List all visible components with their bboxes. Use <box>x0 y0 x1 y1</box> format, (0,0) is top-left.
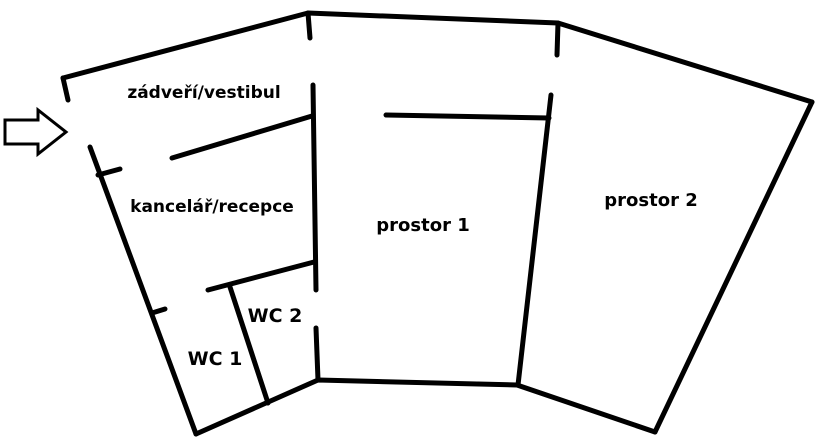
right-arrow-icon <box>3 106 69 158</box>
wall-column-main <box>310 82 319 293</box>
wall-office-wc <box>205 259 317 293</box>
wall-entry-office-stub <box>95 166 123 178</box>
room-label-space-1: prostor 1 <box>376 215 469 236</box>
wall-left-lower <box>87 144 199 437</box>
room-label-wc-1: WC 1 <box>188 348 243 370</box>
room-label-office: kancelář/recepce <box>130 197 294 217</box>
room-label-entry: zádveří/vestibul <box>127 83 280 103</box>
wall-partition-top <box>383 112 552 121</box>
wall-entry-left-upper <box>60 75 71 103</box>
wall-space1-space2 <box>515 92 554 388</box>
wall-right <box>652 99 815 435</box>
wall-column-bottom <box>313 325 321 383</box>
outer-walls <box>60 10 815 437</box>
wall-column-top <box>305 10 313 41</box>
wall-entry-office <box>169 113 315 161</box>
wall-bottom <box>193 377 658 437</box>
wall-top-left <box>60 10 815 105</box>
interior-walls <box>95 10 561 406</box>
room-label-wc-2: WC 2 <box>248 305 303 327</box>
room-label-space-2: prostor 2 <box>604 190 697 211</box>
wall-wc-divider <box>227 284 271 406</box>
wall-wc-stub <box>149 306 168 316</box>
wall-space2-top-stub <box>554 20 561 58</box>
